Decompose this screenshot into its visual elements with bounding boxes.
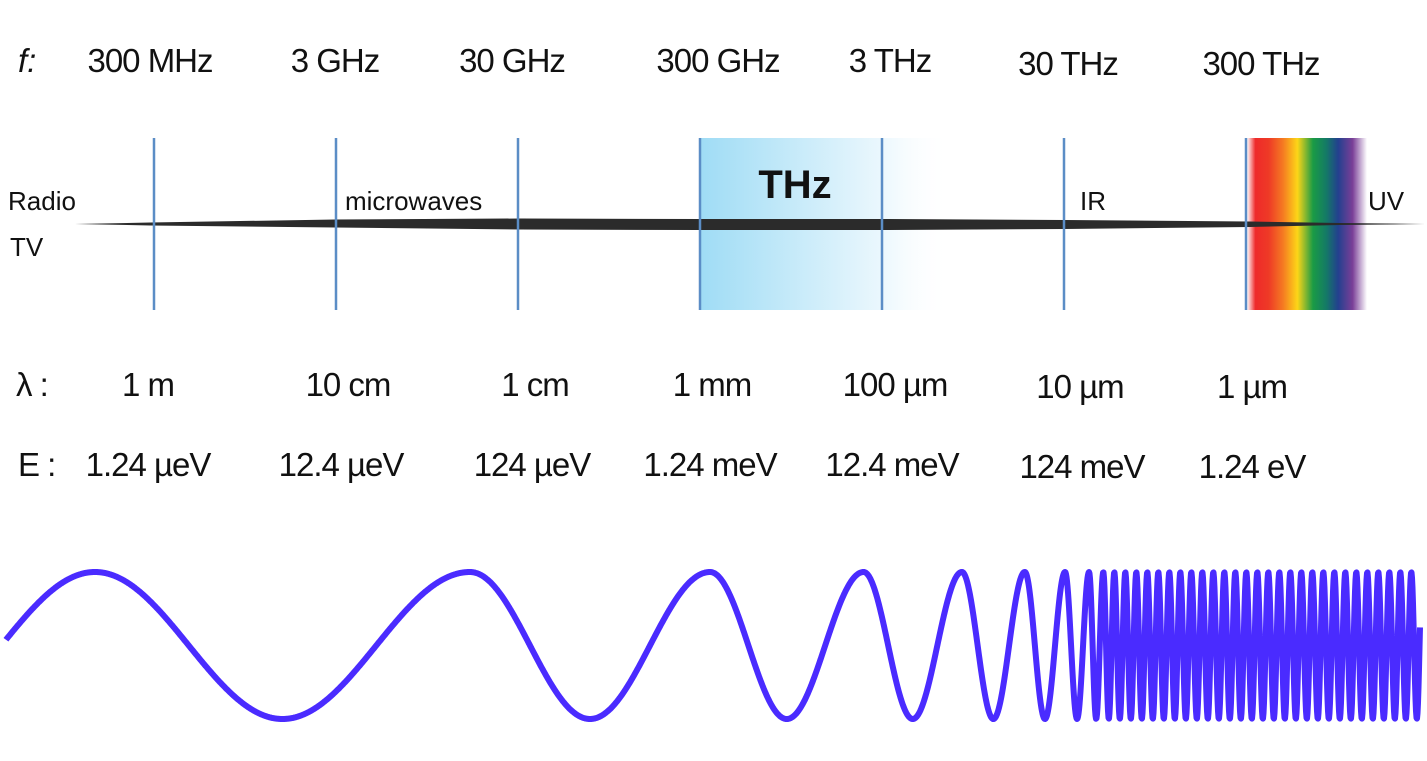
region-label-radio: Radio [8,186,76,216]
energy-label: 1.24 µeV [86,446,212,483]
energy-label: 1.24 eV [1199,448,1307,485]
chirped-wave [3,569,1423,722]
wavelength-label: 10 µm [1036,368,1123,405]
region-label-thz: THz [758,163,831,207]
frequency-label: 30 THz [1018,45,1118,82]
wavelength-label: 1 µm [1217,368,1287,405]
energy-label: 124 µeV [474,446,592,483]
frequency-label: 30 GHz [459,42,565,79]
band-dividers [152,138,1248,310]
energy-label: 1.24 meV [643,446,777,483]
wavelength-label: 1 m [122,366,174,403]
energy-labels: 1.24 µeV 12.4 µeV 124 µeV 1.24 meV 12.4 … [86,446,1308,485]
frequency-label: 300 MHz [87,42,212,79]
region-label-microwaves: microwaves [345,186,482,216]
wavelength-label: 10 cm [306,366,391,403]
energy-label: 124 meV [1019,448,1145,485]
energy-label: 12.4 µeV [279,446,405,483]
frequency-labels: 300 MHz 3 GHz 30 GHz 300 GHz 3 THz 30 TH… [87,42,1320,82]
wavelength-label: 1 mm [673,366,752,403]
energy-label: 12.4 meV [825,446,959,483]
frequency-label: 3 THz [849,42,931,79]
wavelength-label: 1 cm [501,366,569,403]
frequency-label: 300 GHz [656,42,779,79]
frequency-prefix: f: [18,42,36,79]
frequency-label: 3 GHz [291,42,380,79]
wavelength-prefix: λ : [16,366,48,403]
region-label-ir: IR [1080,186,1106,216]
energy-prefix: E : [18,446,55,483]
region-label-tv: TV [10,232,44,262]
wavelength-labels: 1 m 10 cm 1 cm 1 mm 100 µm 10 µm 1 µm [122,366,1288,405]
spectrum-line [75,218,1425,230]
wavelength-label: 100 µm [843,366,948,403]
region-label-uv: UV [1368,186,1405,216]
frequency-label: 300 THz [1202,45,1319,82]
